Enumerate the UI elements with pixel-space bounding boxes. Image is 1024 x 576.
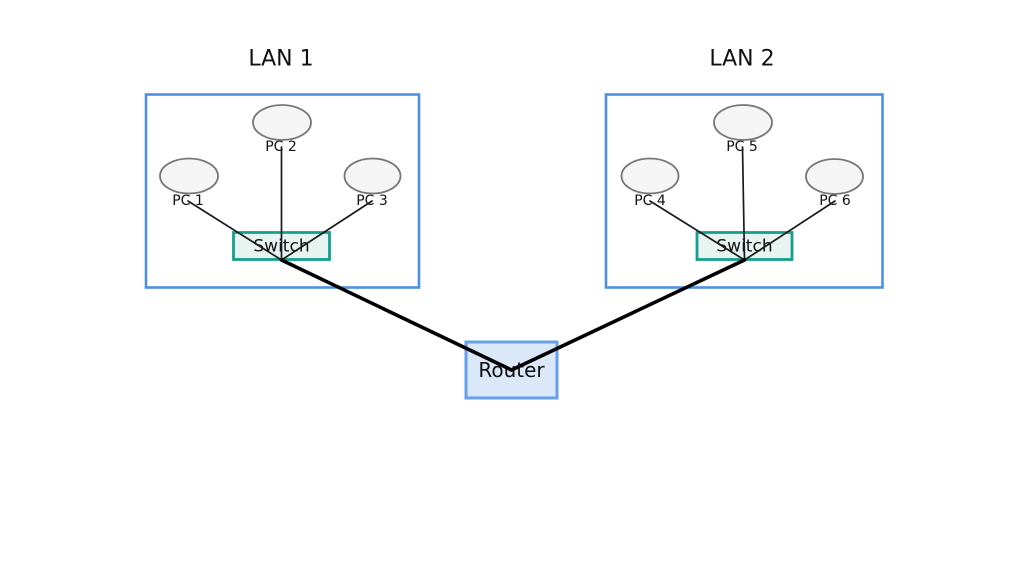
edge-switch1-router	[279, 258, 514, 372]
lan1-title: LAN 1	[248, 47, 313, 72]
lan2-title: LAN 2	[709, 47, 774, 72]
lan2-box	[604, 93, 884, 289]
edge-pc6-switch2	[743, 200, 836, 261]
pc3-node	[343, 157, 402, 195]
pc2-node	[252, 104, 312, 141]
edge-switch2-router	[509, 258, 747, 372]
pc4-node	[620, 157, 680, 195]
pc5-node	[713, 104, 773, 141]
edge-pc5-switch2	[741, 146, 746, 261]
lan1-box	[144, 93, 421, 289]
pc1-node	[159, 157, 219, 195]
edge-pc4-switch2	[649, 200, 746, 261]
edge-pc3-switch1	[280, 200, 373, 261]
edge-pc1-switch1	[187, 200, 283, 261]
pc6-node	[805, 158, 864, 195]
